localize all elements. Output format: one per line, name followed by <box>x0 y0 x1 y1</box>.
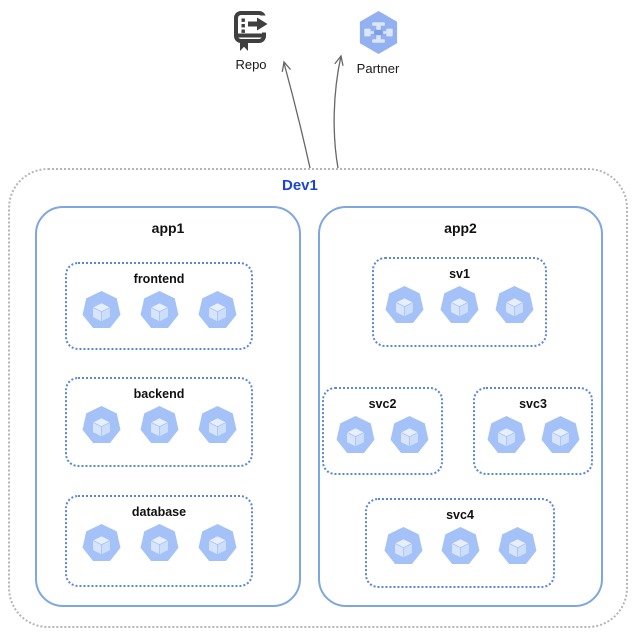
group-backend: backend <box>65 377 253 467</box>
pod-icon <box>197 523 237 562</box>
app2-box: app2 sv1 svc2 svc3 svc4 <box>318 206 603 607</box>
pods-row-svc2 <box>324 415 441 456</box>
pod-icon <box>440 285 479 324</box>
pod-icon <box>540 415 580 454</box>
pods-row-sv1 <box>374 285 545 326</box>
pod-icon <box>197 290 237 329</box>
pods-row-frontend <box>67 290 251 331</box>
app1-box: app1 frontend backend database <box>35 206 301 607</box>
pods-row-backend <box>67 405 251 446</box>
group-svc4: svc4 <box>365 498 555 588</box>
pods-row-svc3 <box>475 415 591 456</box>
group-svc2: svc2 <box>322 387 443 475</box>
edge-dev1-to-partner <box>333 54 344 169</box>
pod-icon <box>197 405 237 444</box>
pod-icon <box>139 405 179 444</box>
pod-icon <box>383 526 423 565</box>
group-svc3: svc3 <box>473 387 593 475</box>
partner-node: Partner <box>348 9 408 76</box>
pod-icon <box>139 523 179 562</box>
pod-icon <box>486 415 526 454</box>
app1-label: app1 <box>151 220 185 236</box>
pod-icon <box>390 415 429 454</box>
repo-icon <box>234 11 268 51</box>
app2-label: app2 <box>444 220 477 236</box>
pod-icon <box>336 415 375 454</box>
pod-icon <box>81 290 121 329</box>
pod-icon <box>139 290 179 329</box>
group-svc3-label: svc3 <box>519 397 547 411</box>
group-database: database <box>65 495 253 587</box>
group-frontend-label: frontend <box>133 272 185 286</box>
pods-row-database <box>67 523 251 564</box>
pod-icon <box>497 526 537 565</box>
group-database-label: database <box>131 505 187 519</box>
group-backend-label: backend <box>133 387 185 401</box>
dev1-boundary: Dev1 app1 frontend backend database app2… <box>8 168 628 628</box>
pod-icon <box>81 523 121 562</box>
group-svc4-label: svc4 <box>446 508 474 522</box>
group-sv1-label: sv1 <box>449 267 470 281</box>
pod-icon <box>385 285 424 324</box>
partner-interconnect-icon <box>359 10 397 55</box>
repo-node: Repo <box>221 8 281 72</box>
edge-dev1-to-repo <box>281 60 311 169</box>
group-svc2-label: svc2 <box>368 397 397 411</box>
pod-icon <box>440 526 480 565</box>
pods-row-svc4 <box>367 526 553 567</box>
partner-label: Partner <box>356 61 400 76</box>
repo-label: Repo <box>235 57 267 72</box>
dev1-label: Dev1 <box>282 177 318 194</box>
group-frontend: frontend <box>65 262 253 350</box>
pod-icon <box>495 285 534 324</box>
pod-icon <box>81 405 121 444</box>
group-sv1: sv1 <box>372 257 547 347</box>
